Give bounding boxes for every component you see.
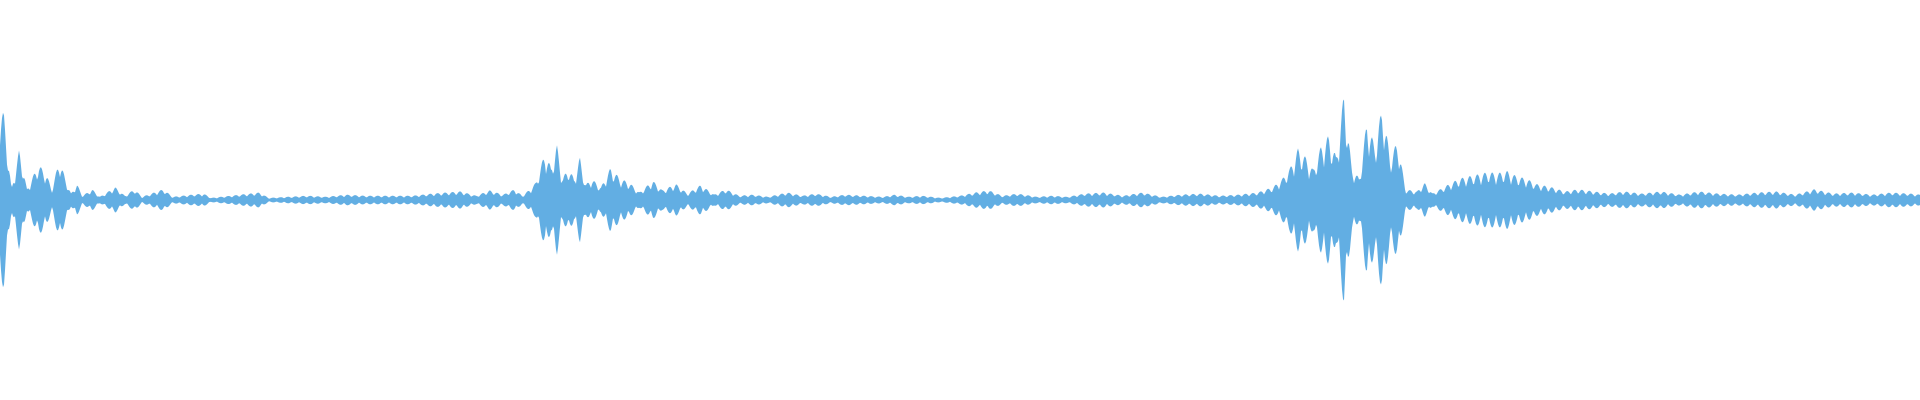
waveform-bars (0, 99, 1920, 301)
